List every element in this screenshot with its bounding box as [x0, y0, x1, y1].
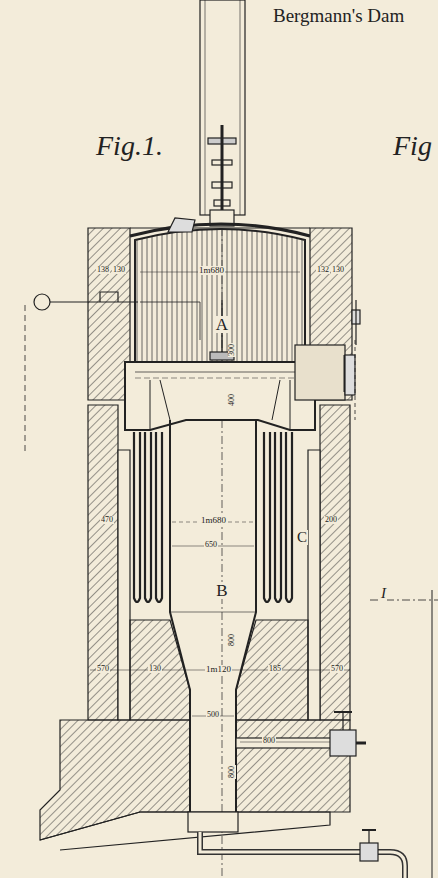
fig-label: Fig.1. — [95, 132, 164, 160]
dimension: 130 — [148, 665, 162, 673]
part-letter: C — [296, 530, 308, 545]
dimension: 185 — [268, 665, 282, 673]
part-letter: A — [215, 316, 229, 333]
dimension: 200 — [324, 516, 338, 524]
dimension: 1m680 — [200, 516, 227, 525]
u-tube — [264, 432, 270, 602]
dimension: 500 — [206, 711, 220, 719]
dimension: 1m120 — [205, 665, 232, 674]
dimension: 132 — [316, 266, 330, 274]
dimension: 570 — [96, 665, 110, 673]
dimension: 130 — [112, 266, 126, 274]
dimension: 400 — [228, 393, 236, 407]
u-tube — [275, 432, 281, 602]
dimension: 130 — [331, 266, 345, 274]
u-tube — [134, 432, 140, 602]
dimension: 800 — [228, 765, 236, 779]
u-tube — [286, 432, 292, 602]
u-tube — [156, 432, 162, 602]
section-mark: I — [380, 586, 387, 601]
dimension: 138 — [96, 266, 110, 274]
dimension: 800 — [228, 633, 236, 647]
dimension: 650 — [204, 541, 218, 549]
dimension: 1m680 — [198, 266, 225, 275]
part-letter: B — [215, 582, 228, 599]
dimension: 800 — [262, 737, 276, 745]
fig-label: Fig — [392, 132, 433, 160]
dimension: 570 — [330, 665, 344, 673]
dimension: 470 — [100, 516, 114, 524]
plate-title: Bergmann's Dam — [272, 6, 405, 25]
u-tube — [145, 432, 151, 602]
dimension: 300 — [228, 343, 236, 357]
